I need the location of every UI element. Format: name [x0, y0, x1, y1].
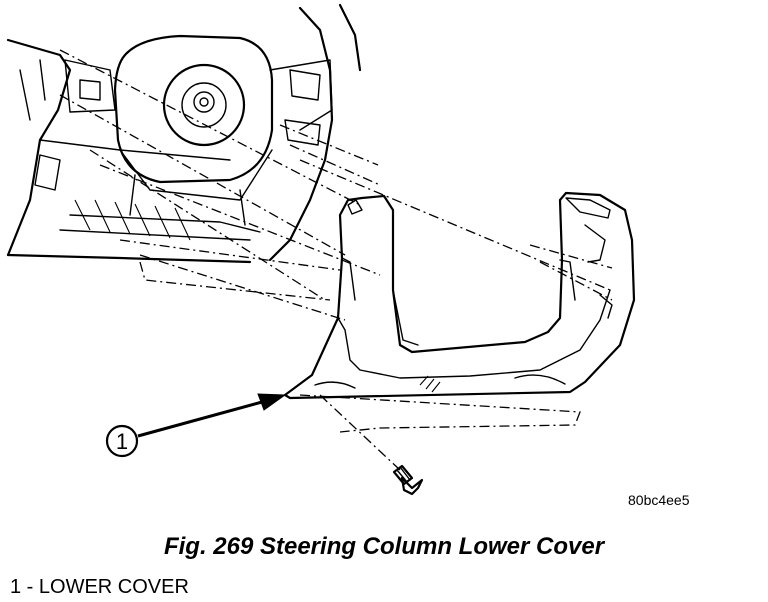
callout-number: 1 [116, 429, 128, 454]
steering-column-diagram: 1 80bc4ee5 [6, 3, 690, 508]
mounting-screw [392, 464, 424, 496]
legend-number: 1 [10, 576, 22, 598]
legend-label: LOWER COVER [38, 576, 189, 598]
alignment-lines [59, 49, 613, 471]
legend: 1 - LOWER COVER [10, 576, 189, 599]
figure-caption: Fig. 269 Steering Column Lower Cover [163, 533, 605, 560]
lower-cover [283, 191, 636, 400]
callout-1: 1 [105, 393, 287, 458]
drawing-code: 80bc4ee5 [628, 492, 690, 508]
instrument-panel [6, 3, 362, 264]
legend-separator: - [21, 576, 39, 598]
steering-wheel-hub [113, 34, 274, 226]
arrowhead-icon [257, 393, 287, 411]
